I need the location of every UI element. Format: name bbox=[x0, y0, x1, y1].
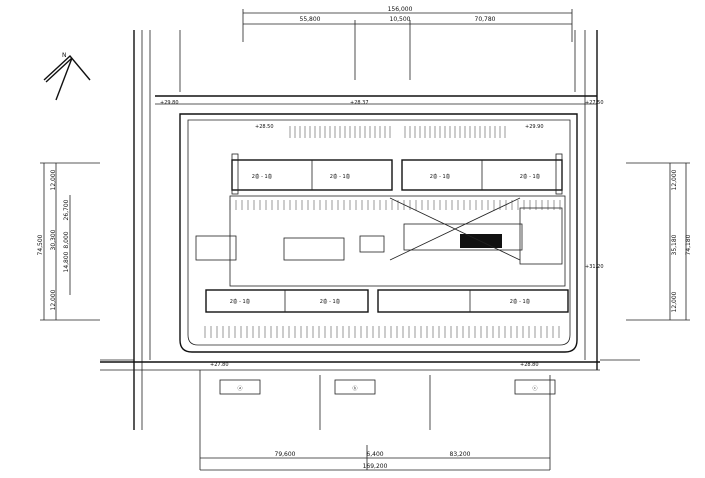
bottom-buildings: 2층 - 1층 2층 - 1층 2층 - 1층 bbox=[205, 289, 569, 313]
level-marker: +28.50 bbox=[255, 124, 274, 130]
bottom-parking-row bbox=[204, 200, 561, 338]
right-dim-c: 12,000 bbox=[671, 291, 678, 312]
top-dimension-group: 156,000 55,800 10,500 70,780 bbox=[242, 6, 573, 80]
right-total-dim: 74,180 bbox=[685, 234, 692, 255]
bottom-total-dim: 169,200 bbox=[363, 463, 388, 470]
bottom-mid-dim: 6,400 bbox=[366, 451, 383, 458]
top-right-dim: 70,780 bbox=[475, 16, 496, 23]
site-boundary bbox=[179, 113, 578, 353]
north-label: N bbox=[62, 52, 67, 59]
right-dim-a: 12,000 bbox=[671, 169, 678, 190]
left-dimension-group: 74,500 12,000 30,300 12,000 26,700 14,80… bbox=[37, 162, 100, 321]
block-top-mid-right-label: 2층 - 1층 bbox=[430, 173, 451, 180]
left-dim-a: 12,000 bbox=[50, 169, 57, 190]
left-dim-d: 12,000 bbox=[50, 289, 57, 310]
top-buildings: 2층 - 1층 2층 - 1층 2층 - 1층 2층 - 1층 bbox=[231, 153, 563, 195]
level-marker: +27.80 bbox=[210, 362, 229, 368]
level-marker: +29.80 bbox=[160, 100, 179, 106]
top-mid-dim: 10,500 bbox=[390, 16, 411, 23]
right-dimension-group: 74,180 12,000 35,180 12,000 bbox=[626, 162, 692, 321]
level-marker: +31.20 bbox=[585, 264, 604, 270]
block-top-mid-left-label: 2층 - 1층 bbox=[330, 173, 351, 180]
central-area bbox=[195, 195, 566, 287]
top-left-dim: 55,800 bbox=[300, 16, 321, 23]
block-top-right-label: 2층 - 1층 bbox=[520, 173, 541, 180]
block-bottom-right-label: 2층 - 1층 bbox=[510, 298, 531, 305]
top-parking-row bbox=[289, 126, 506, 138]
top-total-dim: 156,000 bbox=[388, 6, 413, 13]
entrance-labels: ⓐ ⓑ ⓒ bbox=[219, 379, 556, 395]
level-marker: +29.90 bbox=[525, 124, 544, 130]
right-dim-b: 35,180 bbox=[671, 234, 678, 255]
north-arrow-icon: N bbox=[43, 52, 91, 101]
bottom-right-dim: 83,200 bbox=[450, 451, 471, 458]
left-dim-c: 14,800 bbox=[63, 251, 70, 272]
bottom-left-dim: 79,600 bbox=[275, 451, 296, 458]
left-total-dim: 74,500 bbox=[37, 234, 44, 255]
entrance-label-b: ⓑ bbox=[352, 385, 357, 392]
entrance-label-c: ⓒ bbox=[532, 385, 537, 392]
level-markers: +29.80 +28.37 +27.50 +28.50 +29.90 +31.2… bbox=[160, 100, 604, 368]
level-marker: +28.37 bbox=[350, 100, 369, 106]
block-bottom-left-label: 2층 - 1층 bbox=[230, 298, 251, 305]
level-marker: +27.50 bbox=[585, 100, 604, 106]
block-bottom-mid-label: 2층 - 1층 bbox=[320, 298, 341, 305]
left-dim-f: 26,700 bbox=[63, 199, 70, 220]
left-dim-b: 30,300 bbox=[50, 229, 57, 250]
left-dim-e: 8,000 bbox=[63, 231, 70, 248]
block-top-left-label: 2층 - 1층 bbox=[252, 173, 273, 180]
bottom-dimension-group: 79,600 6,400 83,200 169,200 bbox=[200, 445, 550, 471]
entrance-label-a: ⓐ bbox=[237, 385, 242, 392]
level-marker: +28.80 bbox=[520, 362, 539, 368]
roads bbox=[100, 30, 640, 470]
